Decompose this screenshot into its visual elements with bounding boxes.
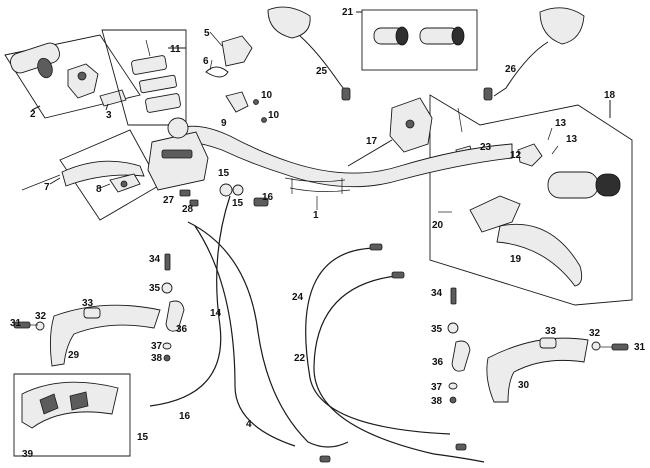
callout-5: 5 bbox=[204, 28, 210, 39]
callout-38b: 38 bbox=[431, 396, 443, 407]
callout-16b: 16 bbox=[179, 411, 191, 422]
master-cylinder bbox=[147, 117, 209, 191]
callout-13b: 13 bbox=[566, 134, 578, 145]
callout-20: 20 bbox=[432, 220, 444, 231]
callout-31b: 31 bbox=[634, 342, 646, 353]
callout-37a: 37 bbox=[151, 341, 163, 352]
callout-15c: 15 bbox=[137, 432, 149, 443]
right-switch bbox=[347, 97, 433, 167]
callout-15a: 15 bbox=[218, 168, 230, 179]
callout-18: 18 bbox=[604, 90, 616, 101]
callout-1: 1 bbox=[313, 210, 319, 221]
callout-17: 17 bbox=[366, 136, 378, 147]
cables bbox=[149, 195, 485, 463]
callout-15b: 15 bbox=[232, 198, 244, 209]
callout-37b: 37 bbox=[431, 382, 443, 393]
leader-lines bbox=[21, 31, 612, 348]
callout-9: 9 bbox=[221, 118, 227, 129]
part-callouts: 1 2 3 4 5 6 7 8 9 10 10 11 12 13 13 14 1… bbox=[10, 7, 646, 460]
callout-24: 24 bbox=[292, 292, 304, 303]
right-lever-panel bbox=[429, 94, 633, 306]
callout-27: 27 bbox=[163, 195, 175, 206]
callout-39: 39 bbox=[22, 449, 34, 460]
left-clamp-parts bbox=[205, 35, 267, 123]
left-lever-panel bbox=[49, 129, 161, 221]
master-cylinder-kit-panel bbox=[101, 29, 187, 126]
callout-28: 28 bbox=[182, 204, 194, 215]
callout-34b: 34 bbox=[431, 288, 443, 299]
left-grip-panel bbox=[4, 34, 141, 119]
callout-6: 6 bbox=[203, 56, 209, 67]
callout-35a: 35 bbox=[149, 283, 161, 294]
callout-36a: 36 bbox=[176, 324, 188, 335]
callout-10b: 10 bbox=[268, 110, 280, 121]
callout-33b: 33 bbox=[545, 326, 557, 337]
callout-35b: 35 bbox=[431, 324, 443, 335]
callout-29: 29 bbox=[68, 350, 80, 361]
callout-7: 7 bbox=[44, 182, 50, 193]
right-grip-panel bbox=[356, 9, 478, 71]
callout-22: 22 bbox=[294, 353, 306, 364]
banjo-fittings bbox=[179, 183, 269, 207]
callout-19: 19 bbox=[510, 254, 522, 265]
callout-23: 23 bbox=[480, 142, 492, 153]
callout-12: 12 bbox=[510, 150, 522, 161]
callout-11: 11 bbox=[170, 44, 181, 55]
right-handguard-group bbox=[447, 287, 629, 404]
callout-14: 14 bbox=[210, 308, 222, 319]
left-mirror bbox=[267, 6, 351, 101]
callout-34a: 34 bbox=[149, 254, 161, 265]
callout-33a: 33 bbox=[82, 298, 94, 309]
handlebar bbox=[177, 125, 513, 194]
left-handguard-group bbox=[13, 253, 185, 367]
callout-32b: 32 bbox=[589, 328, 601, 339]
right-mirror bbox=[483, 7, 585, 101]
callout-30: 30 bbox=[518, 380, 530, 391]
callout-26: 26 bbox=[505, 64, 517, 75]
callout-31a: 31 bbox=[10, 318, 22, 329]
callout-21: 21 bbox=[342, 7, 354, 18]
callout-25: 25 bbox=[316, 66, 328, 77]
callout-13a: 13 bbox=[555, 118, 567, 129]
callout-2: 2 bbox=[30, 109, 36, 120]
callout-3: 3 bbox=[106, 110, 112, 121]
handguard-shells bbox=[13, 373, 131, 457]
callout-4: 4 bbox=[246, 419, 252, 430]
callout-32a: 32 bbox=[35, 311, 47, 322]
callout-38a: 38 bbox=[151, 353, 163, 364]
callout-10a: 10 bbox=[261, 90, 273, 101]
callout-36b: 36 bbox=[432, 357, 444, 368]
callout-8: 8 bbox=[96, 184, 102, 195]
callout-16a: 16 bbox=[262, 192, 274, 203]
